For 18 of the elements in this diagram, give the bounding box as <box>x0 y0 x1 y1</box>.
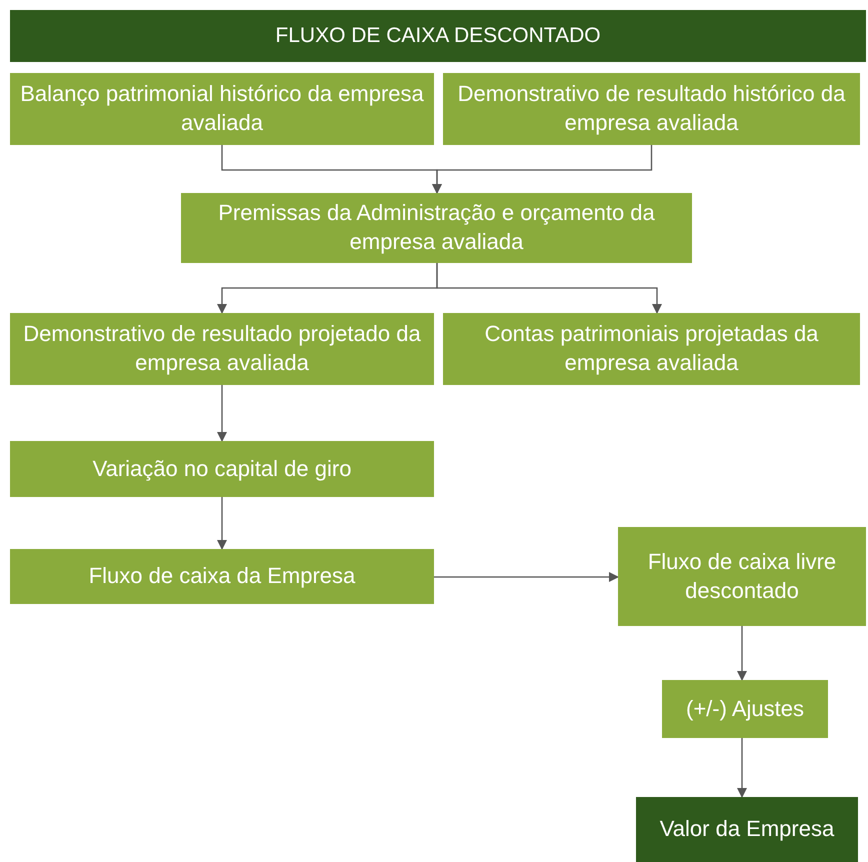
process-box: Variação no capital de giro <box>10 441 434 497</box>
arrow <box>217 497 227 550</box>
process-box: Demonstrativo de resultado projetado da empresa avaliada <box>10 313 434 385</box>
process-box: Premissas da Administração e orçamento da empresa avaliada <box>181 193 692 263</box>
process-box: Fluxo de caixa livre descontado <box>618 527 866 626</box>
arrow <box>217 385 227 442</box>
process-box: Valor da Empresa <box>636 797 858 862</box>
process-box: Balanço patrimonial histórico da empresa avaliada <box>10 73 434 145</box>
process-box: Contas patrimoniais projetadas da empresa avaliada <box>443 313 860 385</box>
arrow <box>432 145 652 194</box>
arrow <box>737 626 747 681</box>
arrow <box>434 572 619 582</box>
arrow <box>737 738 747 798</box>
arrow <box>436 263 662 314</box>
title-banner: FLUXO DE CAIXA DESCONTADO <box>10 10 866 62</box>
process-box: (+/-) Ajustes <box>662 680 828 738</box>
process-box: Fluxo de caixa da Empresa <box>10 549 434 604</box>
process-box: Demonstrativo de resultado histórico da empresa avaliada <box>443 73 860 145</box>
